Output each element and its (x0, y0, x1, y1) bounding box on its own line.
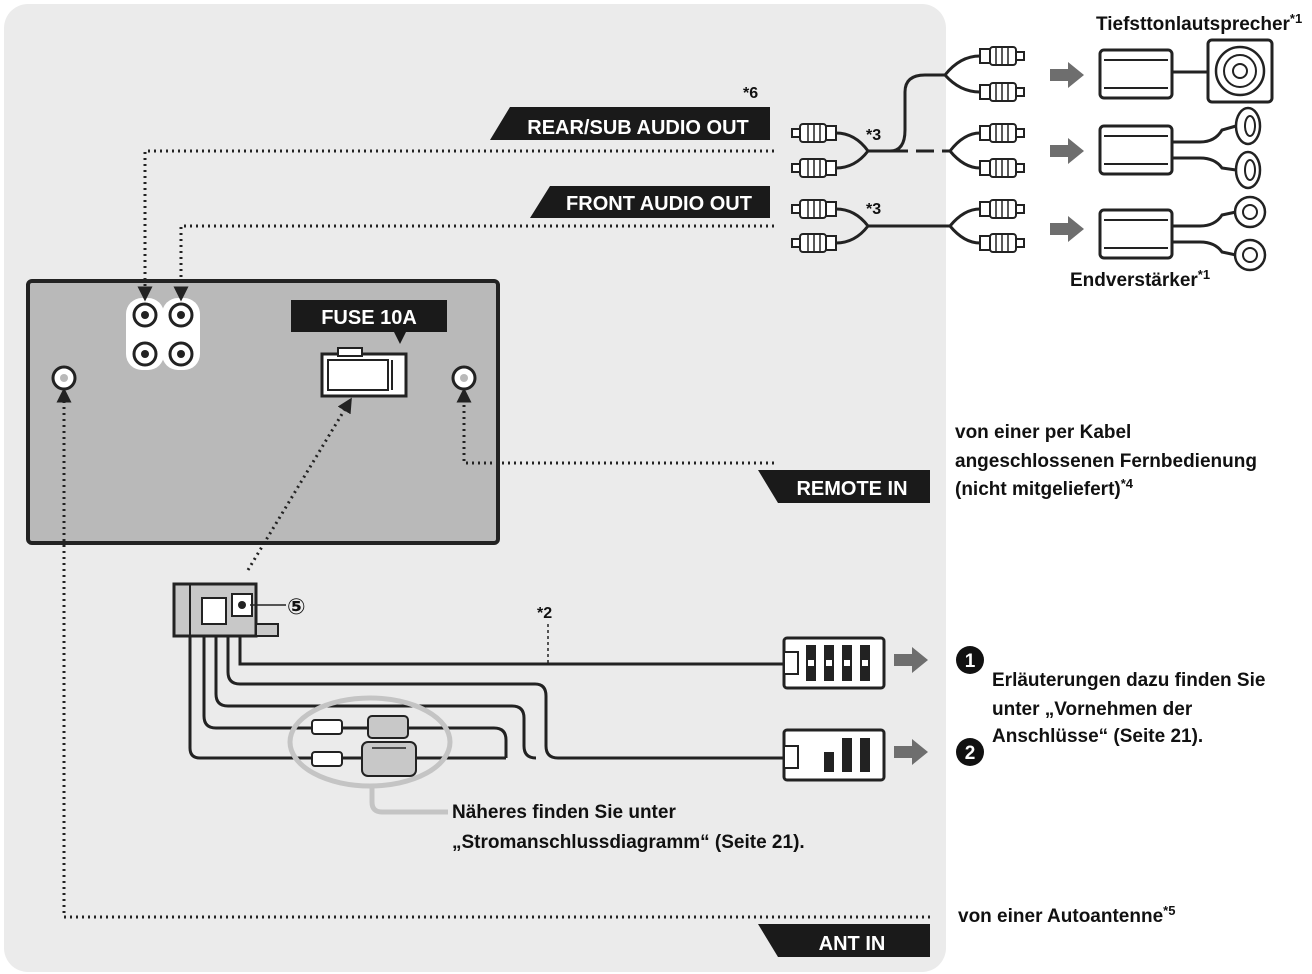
fuse-holder (320, 347, 408, 398)
subwoofer-amplifier-box (1098, 48, 1174, 100)
rear-sub-audio-out-tag: REAR/SUB AUDIO OUT (490, 107, 770, 140)
subwoofer-speaker-icon (1206, 38, 1274, 104)
antenna-socket (51, 365, 77, 391)
note-6: *6 (743, 85, 758, 102)
arrow-to-rear-amp (1050, 138, 1084, 164)
amplifier-label: Endverstärker*1 (1070, 267, 1210, 291)
remote-in-tag: REMOTE IN (758, 470, 930, 503)
harness-wires (188, 636, 784, 760)
svg-text:Erläuterungen dazu finden Sie: Erläuterungen dazu finden Sie (992, 670, 1265, 691)
front-rca-plug-pair (791, 199, 870, 253)
harness-connector-2 (782, 728, 886, 782)
power-note-leader (369, 786, 448, 815)
svg-text:Anschlüsse“ (Seite 21).: Anschlüsse“ (Seite 21). (992, 726, 1203, 747)
svg-text:2: 2 (965, 743, 976, 764)
svg-text:von einer per Kabel: von einer per Kabel (955, 422, 1131, 443)
front-audio-out-label: FRONT AUDIO OUT (566, 193, 752, 215)
svg-text:1: 1 (965, 651, 976, 672)
power-connectors-highlight (287, 695, 453, 789)
remote-in-label: REMOTE IN (796, 478, 907, 500)
front-amp-rca-plugs (948, 199, 1025, 253)
rca-jack-front-2 (168, 341, 194, 367)
svg-text:„Stromanschlussdiagramm“ (Seit: „Stromanschlussdiagramm“ (Seite 21). (452, 832, 805, 853)
marker-one: 1 (956, 646, 984, 674)
fuse-tag: FUSE 10A (291, 300, 447, 344)
fuse-dotted-line (246, 397, 352, 571)
rca-jack-group (126, 298, 200, 370)
arrow-to-front-amp (1050, 216, 1084, 242)
ant-in-label: ANT IN (819, 933, 886, 955)
rear-rca-plug-pair (791, 123, 870, 178)
rear-amplifier-box (1098, 124, 1174, 176)
front-speaker-icons (1233, 195, 1267, 272)
note-3-rear: *3 (866, 127, 881, 144)
rear-speaker-icons (1234, 106, 1262, 190)
rca-jack-front-1 (168, 302, 194, 328)
harness-connector (172, 582, 279, 638)
remote-dotted-line (456, 387, 774, 465)
rear-sub-audio-out-label: REAR/SUB AUDIO OUT (527, 117, 748, 139)
antenna-dotted-line (56, 387, 930, 919)
svg-text:angeschlossenen Fernbedienung: angeschlossenen Fernbedienung (955, 451, 1257, 472)
rca-jack-rear-1 (132, 302, 158, 328)
svg-text:unter „Vornehmen der: unter „Vornehmen der (992, 699, 1193, 720)
note-2: *2 (537, 605, 552, 622)
front-audio-out-tag: FRONT AUDIO OUT (530, 186, 770, 218)
power-description: Näheres finden Sie unter „Stromanschluss… (452, 802, 805, 853)
rear-amp-rca-plugs (948, 123, 1025, 178)
fuse-label: FUSE 10A (321, 307, 417, 329)
marker-two: 2 (956, 738, 984, 766)
svg-text:Näheres finden Sie unter: Näheres finden Sie unter (452, 802, 676, 823)
remote-description: von einer per Kabel angeschlossenen Fern… (955, 422, 1257, 500)
remote-socket (451, 365, 477, 391)
svg-text:(nicht mitgeliefert)*4: (nicht mitgeliefert)*4 (955, 476, 1134, 500)
front-amplifier-box (1098, 208, 1174, 260)
rca-jack-rear-2 (132, 341, 158, 367)
note-5: ⑤ (287, 594, 306, 619)
ant-in-tag: ANT IN (758, 924, 930, 957)
note-3-front: *3 (866, 201, 881, 218)
subwoofer-rca-plugs (943, 46, 1025, 102)
subwoofer-label: Tiefsttonlautsprecher*1 (1096, 11, 1302, 35)
connections-description: Erläuterungen dazu finden Sie unter „Vor… (992, 670, 1265, 747)
arrow-to-subwoofer (1050, 62, 1084, 88)
harness-connector-1 (782, 636, 886, 690)
antenna-description: von einer Autoantenne*5 (958, 903, 1175, 927)
